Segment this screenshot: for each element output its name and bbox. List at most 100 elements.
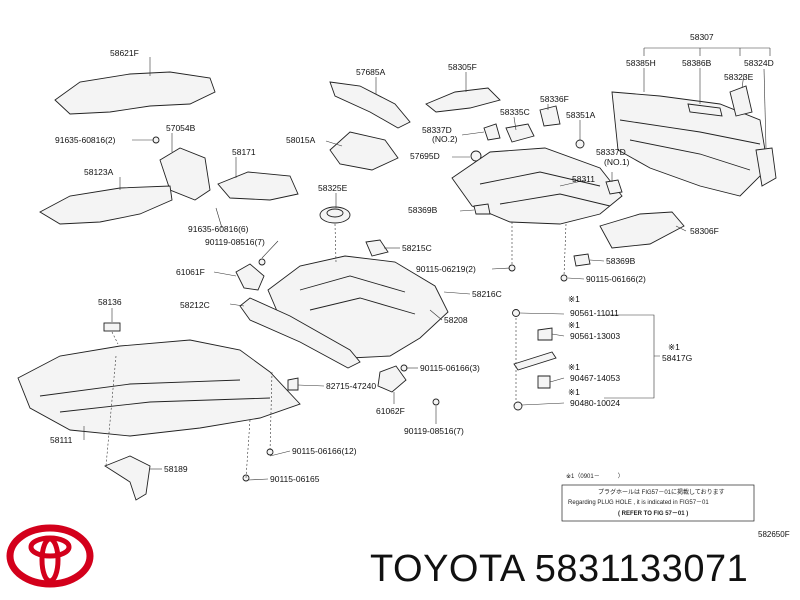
part-58306F [599, 211, 685, 249]
part-58311 [451, 147, 623, 225]
part-58621F [54, 71, 216, 115]
part-57685A [329, 81, 411, 129]
label-58212C: 58212C [180, 300, 210, 310]
part-58171 [217, 171, 299, 201]
label-58307: 58307 [690, 32, 714, 42]
part-58417G [513, 351, 557, 371]
brand-part-number: TOYOTA 5831133071 [370, 548, 748, 591]
label-58189: 58189 [164, 464, 188, 474]
mark-5: ※1 [568, 387, 580, 397]
label-58335C: 58335C [500, 107, 530, 117]
part-58336F [539, 105, 561, 127]
part-58307-rib [619, 119, 761, 171]
label-58337D-no1: 58337D [596, 147, 626, 157]
note-line1: プラグホールは FIG57－01に掲載しております [598, 488, 725, 496]
label-58323E: 58323E [724, 72, 754, 82]
label-58337D-no2-sub: (NO.2) [432, 134, 458, 144]
note-line3: ( REFER TO FIG 57－01 ) [618, 511, 688, 517]
label-58216C: 58216C [472, 289, 502, 299]
label-58208: 58208 [444, 315, 468, 325]
label-58123A: 58123A [84, 167, 114, 177]
part-58305F [425, 87, 501, 113]
part-90561-13003 [537, 327, 553, 341]
label-57685A: 57685A [356, 67, 386, 77]
part-58335C [505, 123, 535, 143]
mark-2: ※1 [568, 320, 580, 330]
label-90561-13003: 90561-13003 [570, 331, 620, 341]
label-58337D-no2: 58337D [422, 125, 452, 135]
label-90119-b: 90119-08516(7) [404, 426, 464, 436]
label-90115-06219: 90115-06219(2) [416, 264, 476, 274]
note-box: ※1（0901－ ） プラグホールは FIG57－01に掲載しております Reg… [561, 473, 755, 522]
figure-code: 582650F [758, 530, 790, 539]
label-58215C: 58215C [402, 243, 432, 253]
part-90480-10024 [513, 401, 523, 411]
part-58337D-no1 [605, 179, 623, 195]
part-58015A [329, 131, 399, 171]
screw-90115-06165 [242, 474, 250, 482]
leader-lines [83, 47, 771, 481]
brand-name: TOYOTA [370, 548, 524, 590]
label-57054B: 57054B [166, 123, 196, 133]
label-90480-10024: 90480-10024 [570, 398, 620, 408]
part-58369B-b [573, 253, 591, 267]
label-90115-06166-12: 90115-06166(12) [292, 446, 357, 456]
part-58307 [611, 91, 769, 197]
label-58015A: 58015A [286, 135, 316, 145]
label-61061F: 61061F [176, 267, 205, 277]
part-58212C [239, 297, 361, 369]
label-90119-a: 90119-08516(7) [205, 237, 265, 247]
part-90467-14053 [537, 375, 551, 389]
part-58337D-no2 [483, 123, 501, 141]
label-91635-b: 91635-60816(6) [188, 224, 249, 234]
label-57695D: 57695D [410, 151, 440, 161]
label-58369B-a: 58369B [408, 205, 438, 215]
part-58111-rib [39, 379, 271, 413]
part-57695D [470, 150, 482, 162]
part-58136 [103, 322, 121, 332]
note-frame [561, 484, 755, 522]
label-58337D-no1-sub: (NO.1) [604, 157, 630, 167]
part-58189 [104, 455, 151, 501]
label-58386B: 58386B [682, 58, 712, 68]
toyota-logo [6, 524, 94, 588]
label-58111: 58111 [50, 435, 73, 445]
screw-90115-06166-2 [560, 274, 568, 282]
label-61062F: 61062F [376, 406, 405, 416]
part-82715-47240 [287, 377, 299, 391]
label-90115-06166-2: 90115-06166(2) [586, 274, 646, 284]
label-58325E: 58325E [318, 183, 348, 193]
part-58123A [39, 185, 173, 225]
part-58111 [17, 339, 301, 437]
label-58369B-b: 58369B [606, 256, 636, 266]
label-82715-47240: 82715-47240 [326, 381, 376, 391]
label-58171: 58171 [232, 147, 256, 157]
part-58208-rib [299, 275, 416, 315]
label-58417G: 58417G [662, 353, 692, 363]
label-58336F: 58336F [540, 94, 569, 104]
label-58385H: 58385H [626, 58, 656, 68]
part-58325E-inner [326, 208, 344, 218]
mark-3: ※1 [668, 342, 680, 352]
note-line2: Regarding PLUG HOLE , it is indicated in… [568, 500, 709, 506]
note-header: ※1（0901－ ） [566, 473, 624, 480]
mark-1: ※1 [568, 294, 580, 304]
part-58323E [729, 85, 753, 117]
part-58324D [755, 147, 777, 187]
label-58621F: 58621F [110, 48, 139, 58]
label-90561-11011: 90561-11011 [570, 308, 619, 318]
screw-90119-a [258, 258, 266, 266]
part-number: 5831133071 [534, 548, 749, 590]
part-58386B [687, 103, 723, 117]
part-58369B-a [473, 203, 491, 215]
screw-90119-b [432, 398, 440, 406]
part-90561-11011 [512, 309, 520, 317]
label-91635-a: 91635-60816(2) [55, 135, 116, 145]
part-58215C [365, 239, 389, 257]
label-58324D: 58324D [744, 58, 774, 68]
label-90115-06165: 90115-06165 [270, 474, 320, 484]
label-58136: 58136 [98, 297, 122, 307]
mark-4: ※1 [568, 362, 580, 372]
label-58351A: 58351A [566, 110, 596, 120]
